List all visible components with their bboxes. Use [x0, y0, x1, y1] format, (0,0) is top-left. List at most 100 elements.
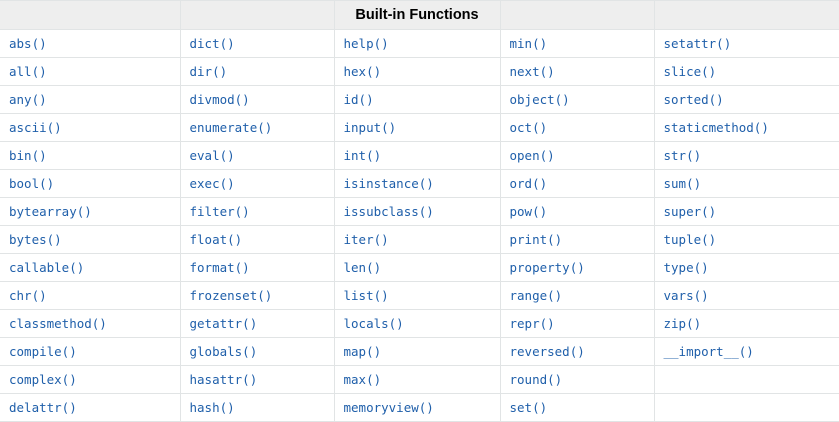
- table-row: bytes() float() iter() print() tuple(): [0, 225, 839, 254]
- function-link[interactable]: issubclass(): [343, 203, 434, 219]
- function-link[interactable]: compile(): [9, 343, 77, 359]
- function-link[interactable]: bool(): [9, 175, 55, 191]
- function-link[interactable]: open(): [509, 147, 555, 163]
- function-link[interactable]: bytearray(): [9, 203, 92, 219]
- table-header-row: Built-in Functions: [0, 0, 839, 30]
- function-link[interactable]: dir(): [189, 63, 228, 79]
- function-link[interactable]: help(): [343, 35, 389, 51]
- table-cell: divmod(): [179, 85, 335, 114]
- function-link[interactable]: setattr(): [663, 35, 732, 51]
- function-link[interactable]: locals(): [343, 315, 404, 331]
- function-link[interactable]: frozenset(): [189, 287, 273, 303]
- table-row: abs() dict() help() min() setattr(): [0, 29, 839, 58]
- function-link[interactable]: next(): [509, 63, 555, 79]
- table-cell: zip(): [653, 309, 839, 338]
- table-cell: iter(): [333, 225, 501, 254]
- function-link[interactable]: list(): [343, 287, 389, 303]
- function-link[interactable]: dict(): [189, 35, 235, 51]
- function-link[interactable]: sorted(): [663, 91, 724, 107]
- function-link[interactable]: round(): [509, 371, 563, 387]
- function-link[interactable]: max(): [343, 371, 382, 387]
- table-cell: range(): [499, 281, 655, 310]
- table-row: callable() format() len() property() type(): [0, 253, 839, 282]
- table-cell: hash(): [179, 393, 335, 422]
- table-cell: int(): [333, 141, 501, 170]
- function-link[interactable]: min(): [509, 35, 548, 51]
- table-cell: callable(): [0, 253, 181, 282]
- function-link[interactable]: print(): [509, 231, 563, 247]
- function-link[interactable]: callable(): [9, 259, 85, 275]
- function-link[interactable]: float(): [189, 231, 243, 247]
- function-link[interactable]: exec(): [189, 175, 235, 191]
- function-link[interactable]: bin(): [9, 147, 47, 163]
- function-link[interactable]: pow(): [509, 203, 548, 219]
- table-row: bin() eval() int() open() str(): [0, 141, 839, 170]
- table-row: bytearray() filter() issubclass() pow() supe…: [0, 197, 839, 226]
- function-link[interactable]: chr(): [9, 287, 47, 303]
- table-cell: float(): [179, 225, 335, 254]
- function-link[interactable]: delattr(): [9, 399, 77, 415]
- function-link[interactable]: memoryview(): [343, 399, 434, 415]
- function-link[interactable]: abs(): [9, 35, 47, 51]
- function-link[interactable]: type(): [663, 259, 709, 275]
- function-link[interactable]: repr(): [509, 315, 555, 331]
- function-link[interactable]: reversed(): [509, 343, 585, 359]
- function-link[interactable]: set(): [509, 399, 548, 415]
- table-cell: chr(): [0, 281, 181, 310]
- header-cell-1: [0, 0, 181, 30]
- table-row: compile() globals() map() reversed() __impor…: [0, 337, 839, 366]
- function-link[interactable]: oct(): [509, 119, 548, 135]
- table-cell: max(): [333, 365, 501, 394]
- function-link[interactable]: tuple(): [663, 231, 717, 247]
- function-link[interactable]: bytes(): [9, 231, 62, 247]
- table-cell: memoryview(): [333, 393, 501, 422]
- function-link[interactable]: input(): [343, 119, 397, 135]
- table-cell: str(): [653, 141, 839, 170]
- function-link[interactable]: range(): [509, 287, 563, 303]
- function-link[interactable]: staticmethod(): [663, 119, 769, 135]
- table-cell: ord(): [499, 169, 655, 198]
- table-cell: hasattr(): [179, 365, 335, 394]
- function-link[interactable]: divmod(): [189, 91, 250, 107]
- function-link[interactable]: int(): [343, 147, 382, 163]
- function-link[interactable]: hash(): [189, 399, 235, 415]
- function-link[interactable]: object(): [509, 91, 570, 107]
- function-link[interactable]: vars(): [663, 287, 709, 303]
- table-cell: property(): [499, 253, 655, 282]
- function-link[interactable]: eval(): [189, 147, 235, 163]
- function-link[interactable]: __import__(): [663, 343, 754, 359]
- table-cell: eval(): [179, 141, 335, 170]
- function-link[interactable]: classmethod(): [9, 315, 107, 331]
- function-link[interactable]: format(): [189, 259, 250, 275]
- function-link[interactable]: map(): [343, 343, 382, 359]
- table-cell: oct(): [499, 113, 655, 142]
- function-link[interactable]: complex(): [9, 371, 77, 387]
- function-link[interactable]: iter(): [343, 231, 389, 247]
- function-link[interactable]: len(): [343, 259, 382, 275]
- function-link[interactable]: globals(): [189, 343, 258, 359]
- table-cell: repr(): [499, 309, 655, 338]
- function-link[interactable]: slice(): [663, 63, 717, 79]
- function-link[interactable]: any(): [9, 91, 47, 107]
- function-link[interactable]: ord(): [509, 175, 548, 191]
- function-link[interactable]: isinstance(): [343, 175, 434, 191]
- table-cell: ascii(): [0, 113, 181, 142]
- function-link[interactable]: enumerate(): [189, 119, 273, 135]
- function-link[interactable]: id(): [343, 91, 374, 107]
- function-link[interactable]: getattr(): [189, 315, 258, 331]
- function-link[interactable]: str(): [663, 147, 702, 163]
- table-cell: staticmethod(): [653, 113, 839, 142]
- function-link[interactable]: filter(): [189, 203, 250, 219]
- function-link[interactable]: sum(): [663, 175, 702, 191]
- function-link[interactable]: hasattr(): [189, 371, 258, 387]
- table-cell: sum(): [653, 169, 839, 198]
- function-link[interactable]: property(): [509, 259, 585, 275]
- table-cell: compile(): [0, 337, 181, 366]
- function-link[interactable]: hex(): [343, 63, 382, 79]
- table-cell: sorted(): [653, 85, 839, 114]
- function-link[interactable]: super(): [663, 203, 717, 219]
- function-link[interactable]: zip(): [663, 315, 702, 331]
- function-link[interactable]: all(): [9, 63, 47, 79]
- function-link[interactable]: ascii(): [9, 119, 62, 135]
